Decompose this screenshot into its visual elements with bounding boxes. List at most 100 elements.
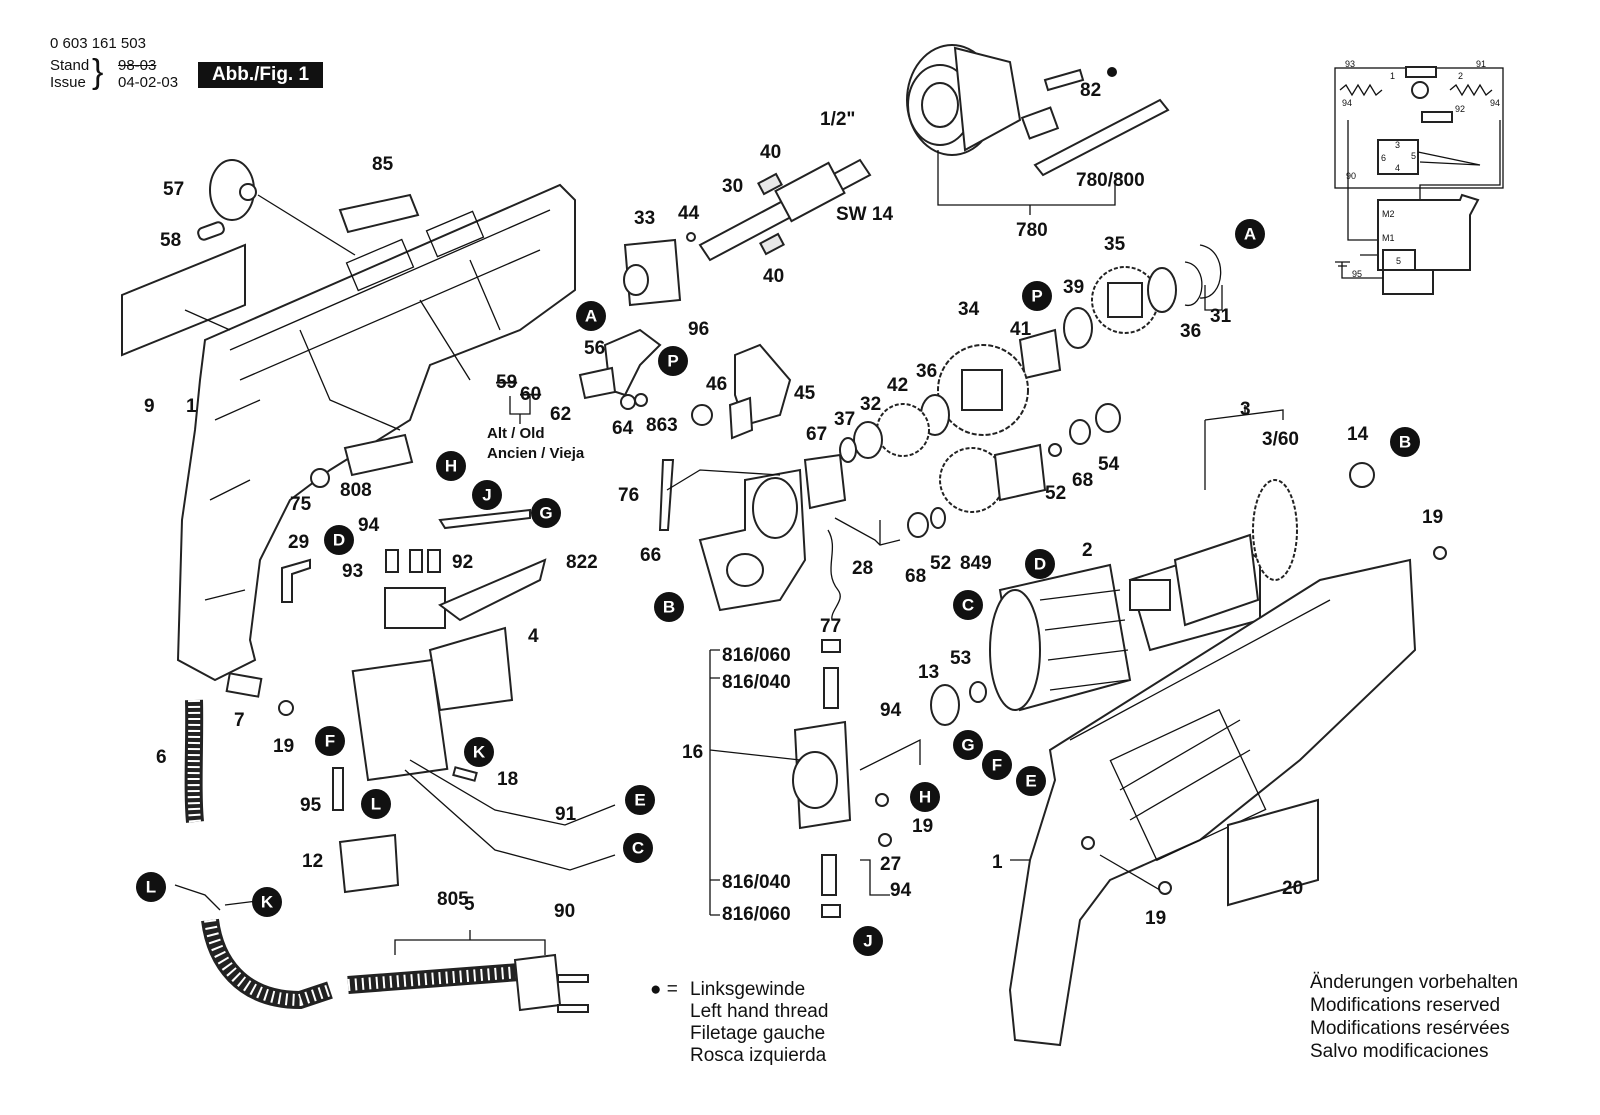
label-4: 4 <box>528 626 539 647</box>
marker-L: L <box>361 789 391 819</box>
svg-text:K: K <box>473 743 486 762</box>
label-37: 37 <box>834 409 855 430</box>
label-60: 60 <box>520 384 541 405</box>
svg-text:3: 3 <box>1395 140 1400 150</box>
label-92: 92 <box>452 552 473 573</box>
label-12: 12 <box>302 851 323 872</box>
label-2: 2 <box>1082 540 1093 561</box>
label-plate <box>121 243 246 357</box>
label-19: 19 <box>1422 507 1443 528</box>
svg-text:C: C <box>962 596 974 615</box>
label-780: 780 <box>1016 220 1048 241</box>
label-42: 42 <box>887 375 908 396</box>
marker-A: A <box>576 301 606 331</box>
connection-markers: A A B B C C D D E E F F G G H H J J K K … <box>136 219 1420 956</box>
svg-text:D: D <box>1034 555 1046 574</box>
old-date: 98-03 <box>118 57 157 74</box>
label-32: 32 <box>860 394 881 415</box>
svg-text:L: L <box>146 878 156 897</box>
label-14: 14 <box>1347 424 1369 445</box>
label-41: 41 <box>1010 319 1032 340</box>
svg-text:H: H <box>445 457 457 476</box>
svg-text:P: P <box>1031 287 1042 306</box>
marker-C: C <box>953 590 983 620</box>
svg-text:5: 5 <box>1411 151 1416 161</box>
label-44: 44 <box>678 203 700 224</box>
marker-F: F <box>982 750 1012 780</box>
figure-tag: Abb./Fig. 1 <box>198 62 323 88</box>
label-58: 58 <box>160 230 181 251</box>
marker-L: L <box>136 872 166 902</box>
label-808: 808 <box>340 480 372 501</box>
label-45: 45 <box>794 383 816 404</box>
rating-plate <box>1227 798 1319 907</box>
label-94: 94 <box>358 515 380 536</box>
gear-group <box>803 244 1223 546</box>
marker-F: F <box>315 726 345 756</box>
label-1: 1 <box>186 396 197 417</box>
marker-B: B <box>1390 427 1420 457</box>
label-95: 95 <box>300 795 322 816</box>
svg-text:C: C <box>632 839 644 858</box>
svg-text:L: L <box>371 795 381 814</box>
label-16: 16 <box>682 742 703 763</box>
label-64: 64 <box>612 418 634 439</box>
marker-E: E <box>1016 766 1046 796</box>
label-66: 66 <box>640 545 661 566</box>
legend-line: Left hand thread <box>690 1001 829 1022</box>
label-sw14: SW 14 <box>836 204 893 225</box>
svg-text:B: B <box>663 598 675 617</box>
marker-P: P <box>1022 281 1052 311</box>
svg-text:K: K <box>261 893 274 912</box>
label-93: 93 <box>342 561 363 582</box>
label-91: 91 <box>555 804 577 825</box>
label-19: 19 <box>273 736 294 757</box>
label-68: 68 <box>1072 470 1093 491</box>
label-18: 18 <box>497 769 518 790</box>
label-31: 31 <box>1210 306 1232 327</box>
label-822: 822 <box>566 552 598 573</box>
label-40: 40 <box>760 142 781 163</box>
label-849: 849 <box>960 553 992 574</box>
cable-guard <box>184 699 204 823</box>
svg-text:2: 2 <box>1458 71 1463 81</box>
label-30: 30 <box>722 176 743 197</box>
marker-G: G <box>953 730 983 760</box>
label-34: 34 <box>958 299 980 320</box>
label-780-800: 780/800 <box>1076 170 1145 191</box>
label-46: 46 <box>706 374 727 395</box>
plug <box>513 953 562 1012</box>
label-863: 863 <box>646 415 678 436</box>
label-half-inch: 1/2" <box>820 109 855 130</box>
motor-group <box>930 405 1375 726</box>
marker-K: K <box>464 737 494 767</box>
modifications-line: Änderungen vorbehalten <box>1310 972 1519 993</box>
label-28: 28 <box>852 558 873 579</box>
svg-text:J: J <box>863 932 872 951</box>
svg-text:F: F <box>325 732 335 751</box>
modifications-line: Modifications resérvées <box>1310 1018 1510 1039</box>
label-75: 75 <box>290 494 312 515</box>
alt-note-line1: Alt / Old <box>487 425 545 442</box>
svg-text:B: B <box>1399 433 1411 452</box>
label-56: 56 <box>584 338 605 359</box>
marker-B: B <box>654 592 684 622</box>
svg-text:6: 6 <box>1381 153 1386 163</box>
label-36: 36 <box>1180 321 1201 342</box>
label-59: 59 <box>496 372 517 393</box>
marker-D: D <box>324 525 354 555</box>
label-5: 5 <box>464 894 475 915</box>
label-27: 27 <box>880 854 901 875</box>
label-6: 6 <box>156 747 167 768</box>
label-52: 52 <box>1045 483 1066 504</box>
label-3: 3 <box>1240 399 1251 420</box>
marker-G: G <box>531 498 561 528</box>
svg-text:A: A <box>1244 225 1256 244</box>
label-816-060: 816/060 <box>722 904 791 925</box>
svg-text:90: 90 <box>1346 171 1356 181</box>
marker-A: A <box>1235 219 1265 249</box>
label-1: 1 <box>992 852 1003 873</box>
label-36: 36 <box>916 361 937 382</box>
marker-H: H <box>436 451 466 481</box>
